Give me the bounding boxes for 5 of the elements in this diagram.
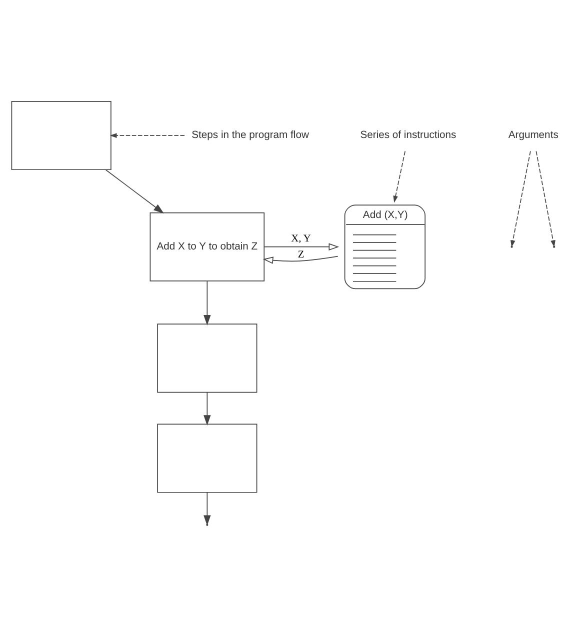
edge-label: X, Y	[291, 232, 311, 244]
node-text: Series of instructions	[360, 130, 456, 141]
node-text: Arguments	[508, 130, 558, 141]
node-text: Steps in the program flow	[192, 130, 309, 141]
edge-label: Z	[298, 249, 304, 260]
